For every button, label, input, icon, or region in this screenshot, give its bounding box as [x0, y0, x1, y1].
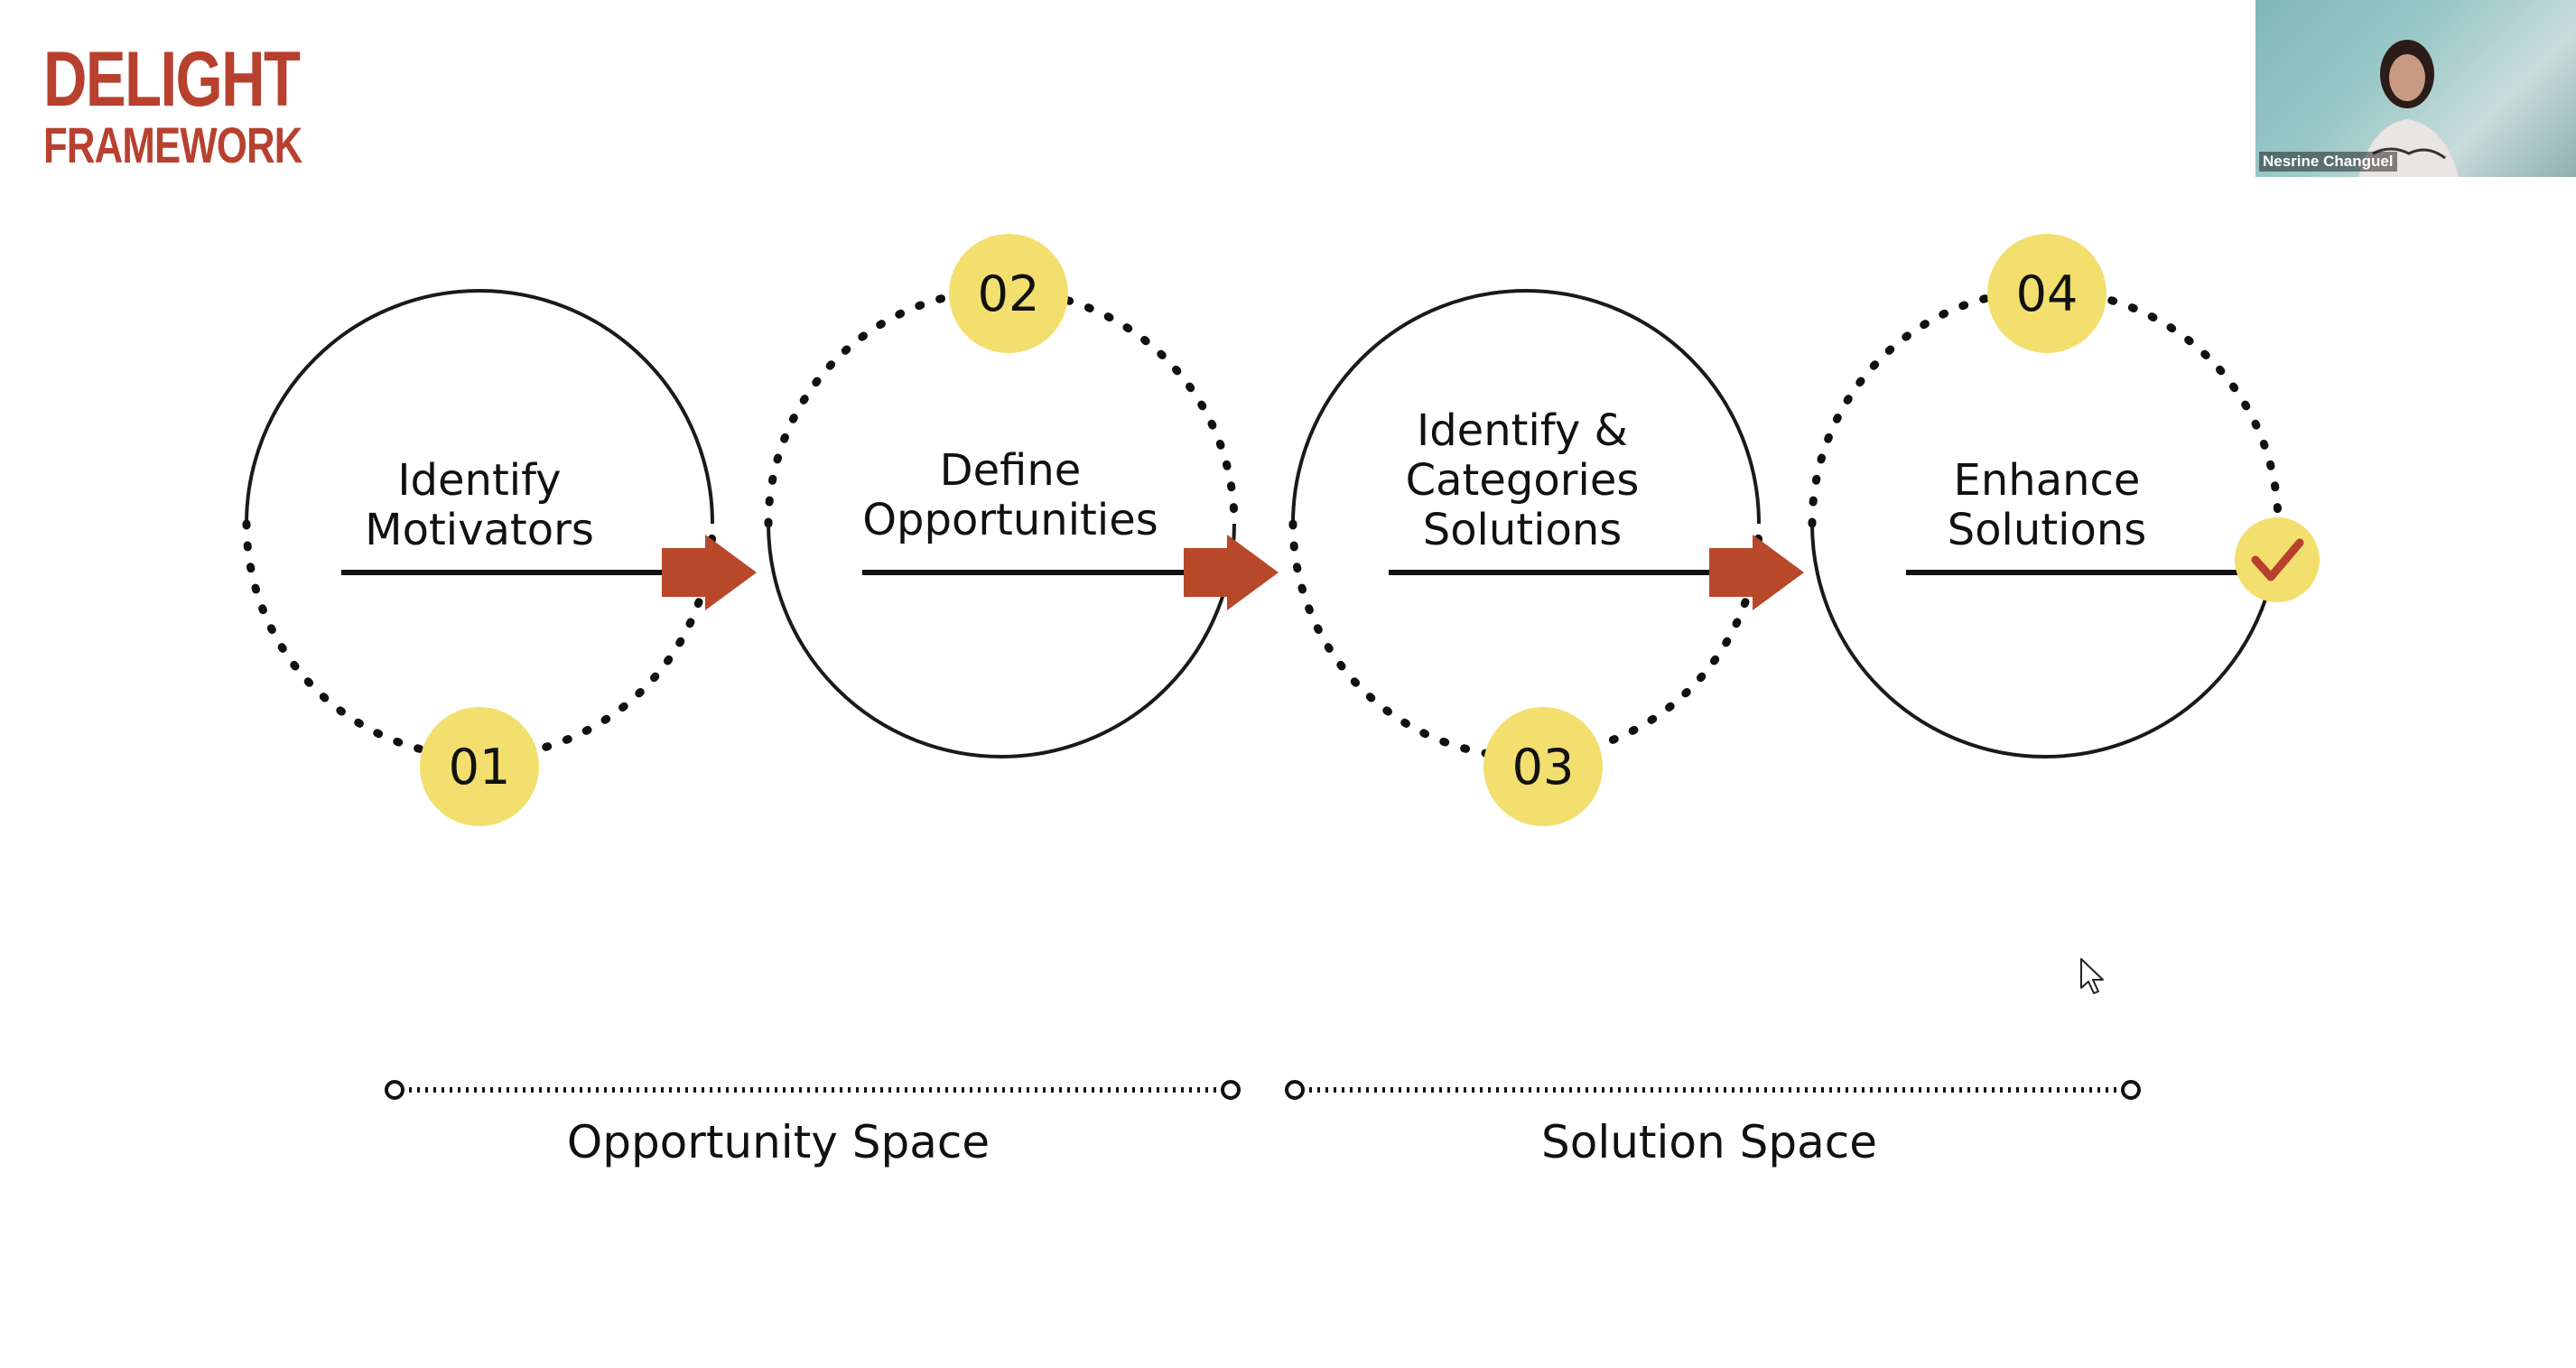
- stage-4-badge: [1987, 234, 2106, 353]
- stage-4: Enhance Solutions 04: [1808, 234, 2320, 758]
- stage-2-badge-number: 02: [978, 265, 1040, 322]
- stage-2-label-line-1: Define: [940, 445, 1082, 496]
- logo-line-2: FRAMEWORK: [43, 116, 302, 173]
- participant-name: Nesrine Changuel: [2259, 152, 2397, 172]
- arrow-icon: [1709, 535, 1804, 610]
- stage-1-badge: [420, 707, 539, 826]
- stage-3-label-line-2: Categories: [1406, 455, 1640, 506]
- opportunity-space-bracket: Opportunity Space: [385, 1080, 1241, 1168]
- opportunity-space-label: Opportunity Space: [567, 1116, 990, 1168]
- stage-1-badge-number: 01: [449, 739, 511, 796]
- stage-2-label-line-2: Opportunities: [862, 495, 1158, 545]
- checkmark-icon: [2235, 517, 2320, 602]
- solution-space-bracket: Solution Space: [1285, 1080, 2141, 1168]
- stage-2-badge: [949, 234, 1068, 353]
- stage-4-label-line-1: Enhance: [1954, 455, 2141, 506]
- participant-video-tile[interactable]: Nesrine Changuel: [2255, 0, 2576, 177]
- solution-space-label: Solution Space: [1541, 1116, 1877, 1168]
- logo-line-1: DELIGHT: [43, 36, 301, 123]
- stage-1: Identify Motivators 01: [242, 289, 757, 826]
- stage-1-label-line-1: Identify: [397, 455, 561, 506]
- arrow-icon: [662, 535, 757, 610]
- stage-4-badge-number: 04: [2016, 265, 2078, 322]
- stage-3-label-line-3: Solutions: [1423, 505, 1623, 555]
- stage-1-label-line-2: Motivators: [365, 505, 594, 555]
- delight-framework-logo: DELIGHT FRAMEWORK: [43, 36, 375, 173]
- participant-avatar: [2358, 40, 2460, 177]
- mouse-pointer-icon: [2080, 958, 2104, 994]
- stage-2: Define Opportunities 02: [764, 234, 1279, 758]
- stage-3-badge: [1483, 707, 1603, 826]
- arrow-icon: [1184, 535, 1279, 610]
- stage-3-badge-number: 03: [1512, 739, 1575, 796]
- stage-3: Identify & Categories Solutions 03: [1288, 289, 1804, 826]
- stage-4-label-line-2: Solutions: [1948, 505, 2147, 555]
- stage-3-label-line-1: Identify &: [1417, 405, 1628, 456]
